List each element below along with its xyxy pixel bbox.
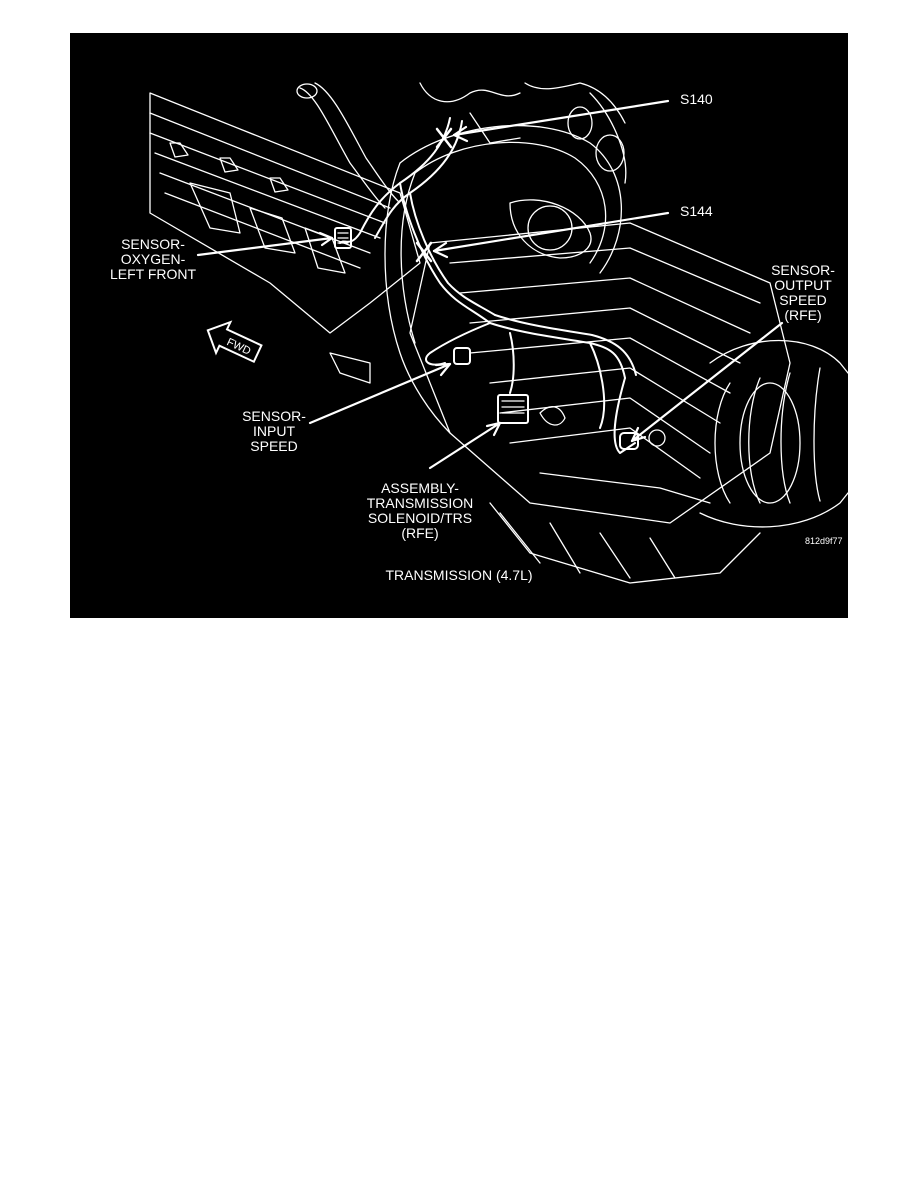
leader-output-speed <box>630 321 784 443</box>
callout-output-speed-line: SPEED <box>779 292 827 308</box>
callout-solenoid-assembly-line: TRANSMISSION <box>366 495 474 511</box>
callout-input-speed-line: SENSOR- <box>242 408 306 424</box>
figure-caption: TRANSMISSION (4.7L) <box>385 567 533 583</box>
figure-id: 812d9f77 <box>805 536 843 546</box>
tail-housing <box>699 339 848 528</box>
engine-top-components <box>419 82 627 184</box>
callout-input-speed-line: INPUT <box>253 423 295 439</box>
callout-input-speed-line: SPEED <box>250 438 298 454</box>
callout-oxygen-sensor-line: LEFT FRONT <box>109 266 197 282</box>
leader-solenoid-assembly <box>428 421 502 470</box>
splice-s144-mark <box>415 241 433 263</box>
splice-s140-mark <box>435 127 453 149</box>
transmission-illustration: FWD <box>149 82 848 584</box>
leader-input-speed <box>308 362 452 425</box>
callout-solenoid-assembly-line: SOLENOID/TRS <box>367 510 473 526</box>
callout-solenoid-assembly: ASSEMBLY- TRANSMISSION SOLENOID/TRS (RFE… <box>360 481 480 541</box>
bell-housing <box>384 124 623 434</box>
callout-output-speed-line: (RFE) <box>784 307 822 323</box>
wiring-harness <box>339 117 637 454</box>
transmission-case <box>409 222 791 584</box>
callout-output-speed-line: OUTPUT <box>774 277 832 293</box>
callout-input-speed: SENSOR- INPUT SPEED <box>234 409 314 454</box>
callout-s140: S140 <box>680 91 713 107</box>
callout-oxygen-sensor: SENSOR- OXYGEN- LEFT FRONT <box>108 237 198 282</box>
callout-output-speed: SENSOR- OUTPUT SPEED (RFE) <box>758 263 848 323</box>
diagram-figure: FWD S140 S144 SENSOR- OXYGEN- LEFT FRONT… <box>70 33 848 618</box>
leader-s144 <box>432 211 670 253</box>
callout-solenoid-assembly-line: ASSEMBLY- <box>381 480 459 496</box>
callout-s144: S144 <box>680 203 713 219</box>
fwd-arrow-icon: FWD <box>206 320 263 364</box>
callout-solenoid-assembly-line: (RFE) <box>401 525 439 541</box>
leader-s140 <box>452 99 670 137</box>
splice-marks <box>415 127 453 263</box>
leader-oxygen-sensor <box>196 236 334 257</box>
connectors <box>334 227 666 450</box>
callout-output-speed-line: SENSOR- <box>771 262 835 278</box>
callout-oxygen-sensor-line: OXYGEN- <box>120 251 186 267</box>
coolant-hose <box>296 82 399 209</box>
callout-oxygen-sensor-line: SENSOR- <box>121 236 185 252</box>
engine-block <box>149 92 421 384</box>
leader-lines <box>196 99 784 470</box>
